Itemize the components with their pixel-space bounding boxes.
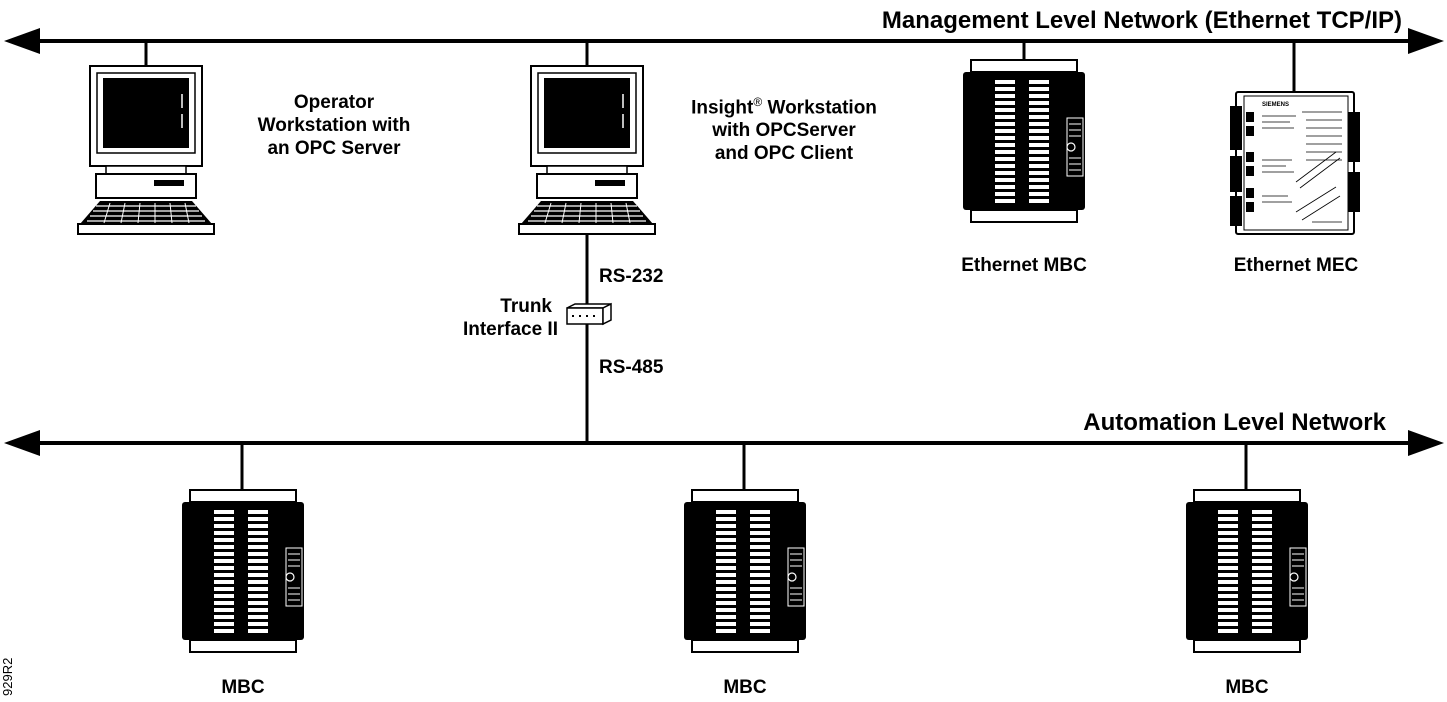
operator-workstation-icon (77, 65, 215, 235)
registered-mark: ® (753, 95, 763, 109)
mbc-1-icon (182, 490, 304, 652)
mbc-2-icon (684, 490, 806, 652)
insight-workstation-label: Insight® Workstation with OPCServer and … (664, 91, 904, 165)
insight-label-line-2: with OPCServer (712, 120, 856, 142)
insight-workstation-icon (518, 65, 656, 235)
mec-brand-label: SIEMENS (1262, 102, 1289, 108)
ethernet-mbc-icon (963, 60, 1085, 222)
drop-lines (144, 41, 1296, 490)
trunk-label-line-2: Interface II (462, 319, 558, 340)
ethernet-mbc-label: Ethernet MBC (961, 255, 1087, 276)
trunk-label-line-1: Trunk (500, 296, 552, 317)
rs232-label: RS-232 (599, 266, 664, 287)
operator-label-line-3: an OPC Server (267, 138, 401, 159)
ethernet-mec-label: Ethernet MEC (1233, 255, 1359, 276)
management-network-label: Management Level Network (Ethernet TCP/I… (881, 7, 1402, 34)
insight-workstation-word: Workstation (762, 97, 877, 119)
mbc-3-icon (1186, 490, 1308, 652)
operator-label-line-1: Operator (293, 92, 375, 113)
insight-label-line-3: and OPC Client (714, 143, 854, 165)
mbc-1-label: MBC (221, 677, 265, 698)
rs485-label: RS-485 (599, 357, 664, 378)
trunk-interface-label: Trunk Interface II (463, 295, 558, 341)
automation-network-label: Automation Level Network (1083, 409, 1386, 436)
mbc-3-label: MBC (1225, 677, 1269, 698)
automation-network-bus (4, 430, 1444, 456)
management-network-bus (4, 28, 1444, 54)
figure-id: 929R2 (0, 657, 15, 696)
trunk-interface-icon (566, 302, 612, 326)
insight-label-line-1: Insight® Workstation (664, 91, 904, 119)
ethernet-mec-icon: SIEMENS (1230, 91, 1360, 235)
operator-workstation-label: Operator Workstation with an OPC Server (234, 91, 434, 160)
mbc-2-label: MBC (723, 677, 767, 698)
insight-name: Insight (691, 97, 754, 119)
operator-label-line-2: Workstation with (257, 115, 411, 136)
